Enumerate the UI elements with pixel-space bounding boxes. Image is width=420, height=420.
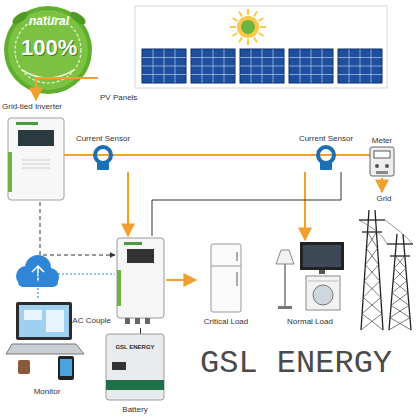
connector bbox=[304, 172, 306, 240]
grid-tower-icon bbox=[352, 192, 416, 334]
connector bbox=[166, 279, 196, 281]
connector bbox=[36, 78, 98, 100]
badge-percent: 100% bbox=[21, 36, 77, 60]
brand-text: GSL ENERGY bbox=[115, 344, 154, 351]
critical-load: Critical Load bbox=[196, 240, 256, 328]
device-caption: Grid-tied Inverter bbox=[2, 102, 62, 112]
connector bbox=[140, 328, 141, 334]
connector bbox=[40, 202, 115, 255]
connector bbox=[381, 178, 383, 192]
connector bbox=[134, 154, 295, 156]
normal-load: Normal Load bbox=[272, 240, 348, 328]
device-caption: Grid bbox=[376, 194, 391, 204]
connector bbox=[38, 274, 115, 298]
meter: Meter bbox=[362, 134, 402, 178]
cloud-icon bbox=[16, 255, 59, 287]
device-caption: Critical Load bbox=[204, 317, 248, 327]
device-caption: Battery bbox=[122, 405, 147, 415]
grid-tied-inverter: Grid-tied Inverter bbox=[2, 100, 68, 202]
device-caption: PV Panels bbox=[100, 93, 137, 103]
device-caption: Meter bbox=[372, 136, 392, 146]
current-sensor: Current Sensor bbox=[295, 132, 357, 172]
normal-load-icon bbox=[272, 240, 348, 328]
connector bbox=[357, 154, 362, 156]
device-caption: Monitor bbox=[34, 387, 61, 397]
watermark: GSL ENERGY bbox=[200, 346, 392, 382]
connector bbox=[68, 154, 72, 156]
connector bbox=[127, 172, 129, 236]
device-caption: Current Sensor bbox=[76, 134, 130, 144]
grid-tower: Grid bbox=[352, 192, 416, 334]
device-caption: AC Couple bbox=[72, 316, 111, 326]
pv-panels-icon bbox=[98, 5, 390, 105]
ac-couple: AC Couple bbox=[115, 236, 166, 328]
monitor-icon bbox=[8, 298, 86, 398]
current-sensor: Current Sensor bbox=[72, 132, 134, 172]
natural-badge bbox=[4, 6, 92, 94]
badge-text: natural bbox=[29, 14, 69, 28]
critical-load-icon bbox=[196, 240, 256, 328]
battery: Battery GSL ENERGY bbox=[104, 334, 166, 416]
connector bbox=[152, 172, 341, 236]
monitor: Monitor bbox=[8, 298, 86, 398]
grid-tied-inverter-icon bbox=[2, 100, 68, 202]
ac-couple-icon bbox=[115, 236, 166, 328]
device-caption: Normal Load bbox=[287, 317, 333, 327]
pv-panels: PV Panels bbox=[98, 5, 390, 105]
device-caption: Current Sensor bbox=[299, 134, 353, 144]
